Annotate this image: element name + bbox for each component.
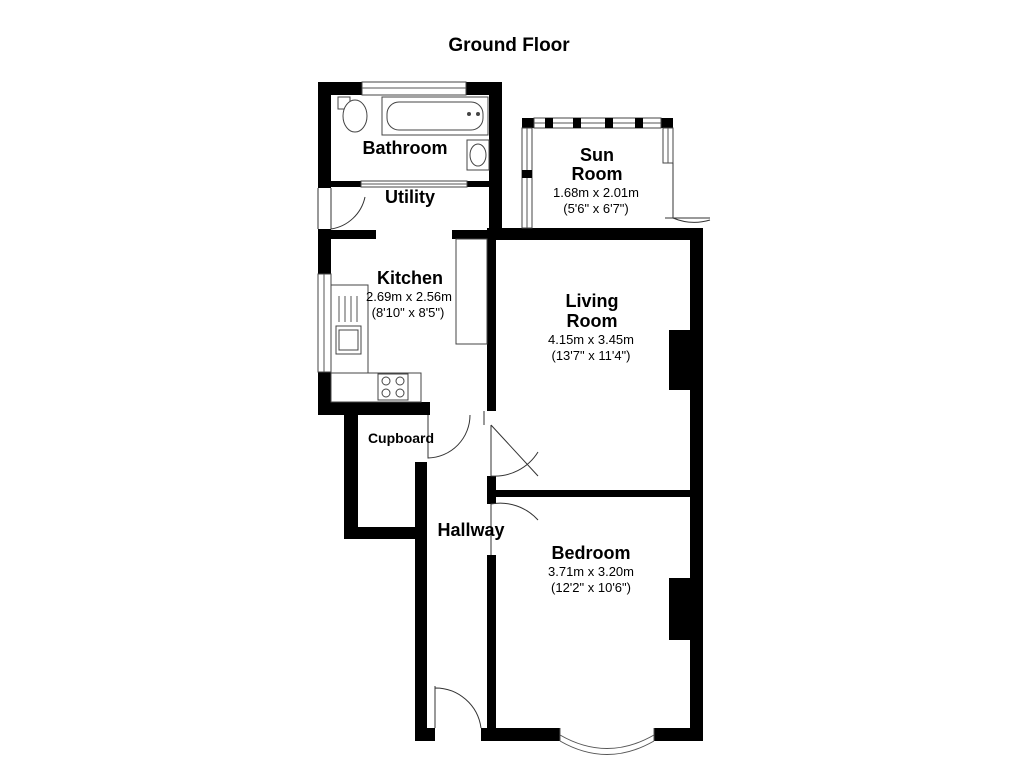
living-room-label-line1: Living: [566, 291, 619, 311]
cupboard-label: Cupboard: [368, 430, 434, 446]
hallway-label: Hallway: [437, 520, 504, 540]
fixtures: [330, 96, 490, 403]
living-room-dimensions-metric: 4.15m x 3.45m: [548, 332, 634, 347]
living-room-label-line2: Room: [567, 311, 618, 331]
sun-room-dimensions-imperial: (5'6" x 6'7"): [563, 201, 629, 216]
sun-room-label-line2: Room: [572, 164, 623, 184]
walls: [318, 82, 703, 741]
kitchen-label: Kitchen: [377, 268, 443, 288]
toilet-bowl: [342, 99, 368, 133]
hob: [377, 373, 409, 401]
floor-title: Ground Floor: [448, 35, 570, 56]
sun-room-label-line1: Sun: [580, 145, 614, 165]
bedroom-label: Bedroom: [551, 543, 630, 563]
kitchen-dimensions-imperial: (8'10" x 8'5"): [372, 305, 445, 320]
sun-room-dimensions-metric: 1.68m x 2.01m: [553, 185, 639, 200]
windows: [317, 81, 674, 755]
bathroom-label: Bathroom: [363, 138, 448, 158]
worktop-right: [455, 238, 488, 345]
bedroom-dimensions-imperial: (12'2" x 10'6"): [551, 580, 631, 595]
kitchen-dimensions-metric: 2.69m x 2.56m: [366, 289, 452, 304]
doors: [317, 163, 711, 729]
living-room-dimensions-imperial: (13'7" x 11'4"): [552, 348, 631, 363]
bedroom-dimensions-metric: 3.71m x 3.20m: [548, 564, 634, 579]
utility-label: Utility: [385, 187, 435, 207]
